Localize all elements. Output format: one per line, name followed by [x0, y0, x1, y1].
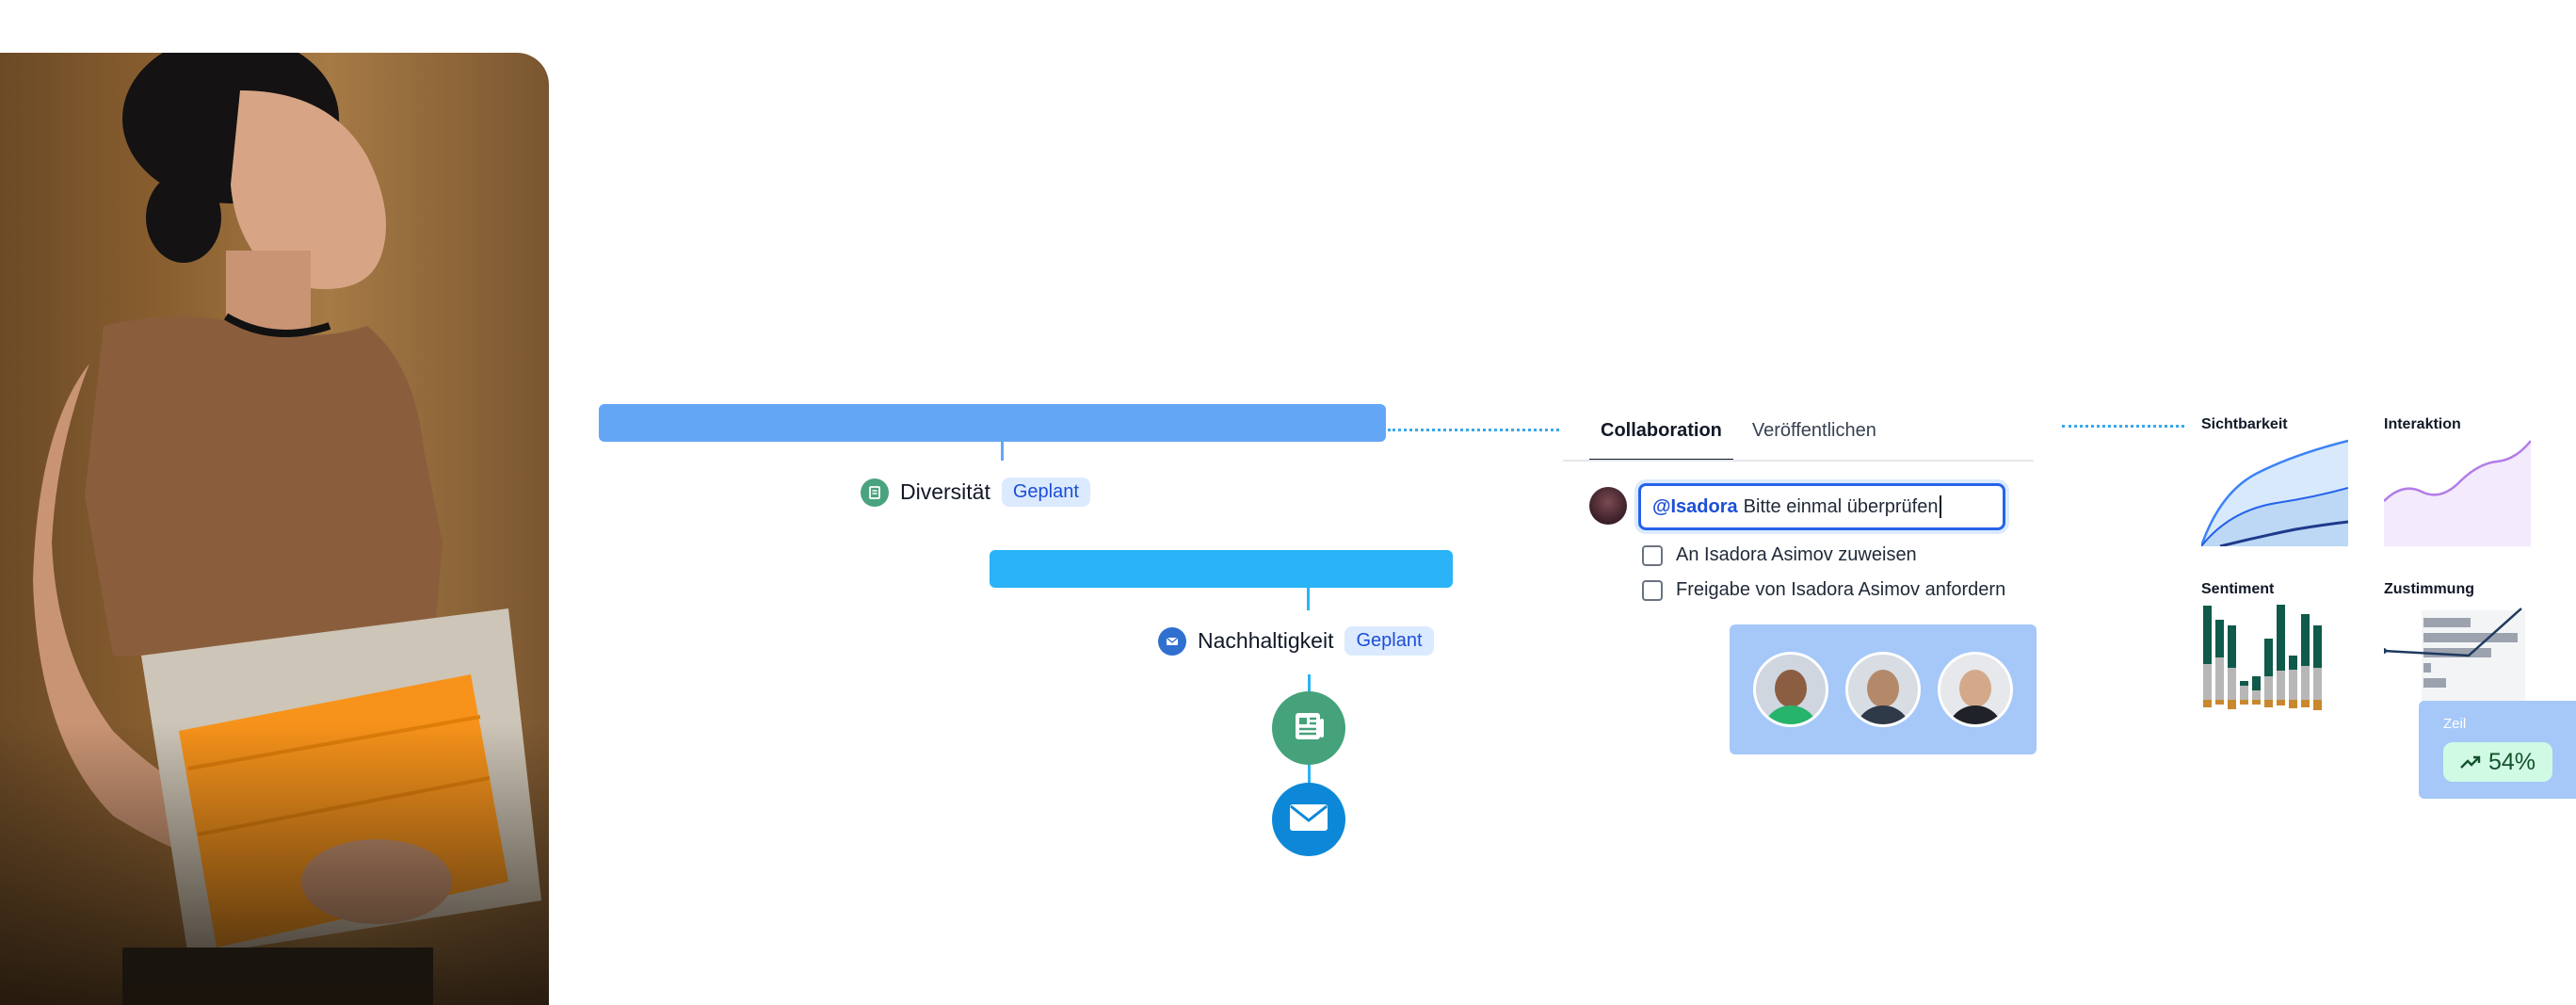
option-label: An Isadora Asimov zuweisen [1676, 544, 1917, 565]
task-sustainability[interactable]: Nachhaltigkeit Geplant [1158, 626, 1434, 656]
status-badge: Geplant [1001, 478, 1090, 507]
comment-input[interactable]: @Isadora Bitte einmal überprüfen [1638, 483, 2005, 530]
checkbox[interactable] [1642, 544, 1663, 566]
mail-icon [1158, 626, 1186, 656]
mail-icon [1288, 802, 1329, 838]
collaboration-tabs: Collaboration Veröffentlichen [1589, 407, 1888, 462]
avatar[interactable] [1845, 652, 1921, 727]
avatar[interactable] [1938, 652, 2013, 727]
timeline-bar-diversity[interactable] [599, 404, 1386, 442]
timeline-bar-sustainability[interactable] [990, 550, 1453, 588]
trending-up-icon [2460, 749, 2481, 776]
mail-node[interactable] [1272, 783, 1345, 856]
assign-option[interactable]: An Isadora Asimov zuweisen [1642, 544, 1917, 566]
goal-value: 54% [2487, 748, 2536, 775]
task-diversity[interactable]: Diversität Geplant [861, 478, 1090, 507]
mention-tag: @Isadora [1652, 495, 1738, 517]
approval-option[interactable]: Freigabe von Isadora Asimov anfordern [1642, 579, 2005, 601]
connector-line [1001, 442, 1004, 461]
avatar[interactable] [1753, 652, 1828, 727]
tab-collaboration[interactable]: Collaboration [1589, 407, 1733, 462]
metric-label-approval: Zustimmung [2384, 581, 2474, 597]
dotted-connector [1388, 429, 1559, 431]
connector-line [1307, 588, 1310, 610]
task-title: Nachhaltigkeit [1198, 628, 1334, 653]
document-icon [861, 478, 889, 507]
sentiment-chart [2203, 605, 2322, 710]
newspaper-icon [1290, 707, 1328, 750]
newspaper-node[interactable] [1272, 691, 1345, 765]
tab-divider [1563, 460, 2034, 462]
metric-label-visibility: Sichtbarkeit [2201, 416, 2288, 432]
photo-shade [0, 722, 549, 1005]
metric-label-sentiment: Sentiment [2201, 581, 2275, 597]
comment-text: Bitte einmal überprüfen [1743, 495, 1939, 517]
hero-photo [0, 53, 549, 1005]
avatar [1589, 487, 1627, 525]
interaction-chart [2384, 440, 2531, 546]
collaborator-avatars [1730, 624, 2037, 754]
approval-chart [2384, 608, 2525, 705]
goal-value-pill: 54% [2443, 742, 2552, 782]
option-label: Freigabe von Isadora Asimov anfordern [1676, 579, 2006, 600]
metric-label-interaction: Interaktion [2384, 416, 2461, 432]
text-caret [1940, 495, 1942, 518]
task-title: Diversität [900, 479, 990, 504]
goal-label: Zeil [2443, 716, 2467, 732]
tab-publish[interactable]: Veröffentlichen [1751, 420, 1876, 441]
status-badge: Geplant [1344, 626, 1434, 656]
checkbox[interactable] [1642, 579, 1663, 601]
dotted-connector [2062, 425, 2184, 428]
goal-card[interactable]: Zeil 54% [2419, 701, 2576, 799]
visibility-chart [2201, 439, 2348, 546]
